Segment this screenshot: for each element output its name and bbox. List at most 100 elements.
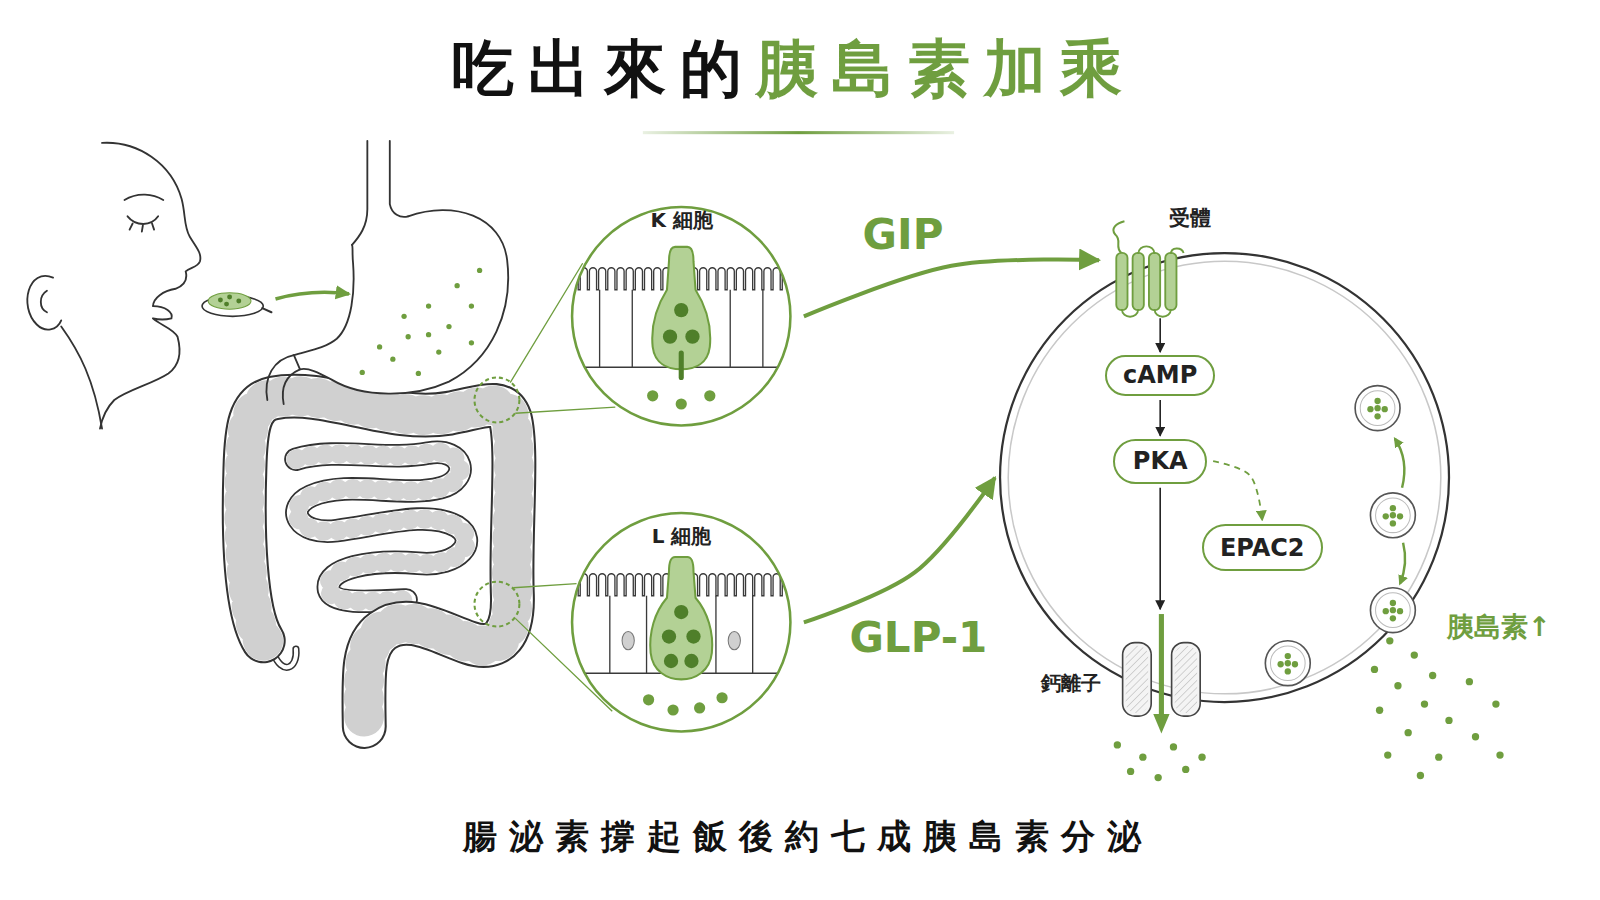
signal-label: GIP — [863, 214, 944, 256]
calcium-channel-shape-part — [1159, 614, 1164, 716]
small-intestine — [296, 452, 466, 601]
receptor-shape-part — [1133, 253, 1144, 310]
stomach-part — [266, 355, 300, 404]
diagram-caption: 腸泌素撐起飯後約七成胰島素分泌 — [463, 817, 1153, 856]
stomach-part-part — [446, 324, 451, 329]
insulin-granules-part — [1472, 733, 1479, 740]
epac2-dashed-arrow — [1213, 461, 1262, 520]
beta-cell-shape-part-part — [1277, 661, 1283, 667]
diagram-title: 吃出來的胰島素加乘 — [452, 34, 1136, 105]
insulin-granules-part — [1127, 768, 1134, 775]
beta-cell-shape-part-part — [1382, 406, 1388, 412]
edge-label-anchor: GLP-1 — [849, 617, 987, 659]
insulin-granules-part — [1429, 672, 1436, 679]
small-intestine-part — [296, 452, 466, 601]
stomach-part-part — [426, 332, 431, 337]
insulin-granules-part — [1411, 651, 1418, 658]
beta-cell-shape-part-part — [1270, 646, 1305, 681]
gip-arrow — [804, 260, 1099, 317]
stomach-part-part — [401, 314, 406, 319]
receptor-shape-part — [1113, 221, 1124, 253]
calcium-channel-shape-part — [1174, 646, 1196, 713]
beta-cell-shape-part-part — [1285, 653, 1291, 659]
l-cell-magnifier-shape-part — [685, 654, 699, 668]
beta-cell-shape-part-part — [1374, 398, 1380, 404]
beta-cell-shape-part — [1370, 493, 1415, 538]
k-cell-magnifier-shape-part-part — [632, 290, 633, 368]
beta-cell-shape-part-part — [1370, 588, 1415, 633]
k-cell-magnifier-shape-part — [663, 330, 677, 344]
beta-cell-shape-part-part — [1383, 608, 1389, 614]
signal-label: GLP-1 — [849, 617, 987, 659]
insulin-granules-part — [1154, 774, 1161, 781]
receptor-shape-part — [1165, 253, 1176, 310]
beta-cell-shape-part-part — [1355, 386, 1400, 431]
beta-cell-shape-part-part — [1374, 413, 1380, 419]
beta-cell-shape-part-part — [1285, 668, 1291, 674]
node-label: 胰島素↑ — [1447, 611, 1551, 643]
insulin-granules — [1114, 637, 1504, 781]
beta-cell-shape-part — [1265, 641, 1310, 686]
beta-cell-shape-part-part — [1397, 513, 1403, 519]
beta-cell-shape-part-part — [1367, 406, 1373, 412]
title-underline — [643, 131, 954, 134]
stomach — [266, 141, 508, 404]
insulin-granules-part — [1466, 678, 1473, 685]
l-cell-magnifier-shape-part — [687, 630, 701, 644]
small-intestine-part — [296, 452, 466, 601]
insulin-granules-part — [1371, 666, 1378, 673]
diagram-title-anchor: 吃出來的胰島素加乘 — [452, 34, 1136, 105]
face-profile-part — [27, 276, 61, 330]
calcium-channel-shape-part — [1153, 714, 1169, 733]
beta-cell-shape-part-part — [1285, 660, 1291, 666]
k-cell-magnifier-shape-part — [679, 353, 684, 377]
insulin-granules-part — [1435, 753, 1442, 760]
beta-cell-shape-part-part — [1265, 641, 1310, 686]
insulin-granules-part — [1492, 700, 1499, 707]
k-cell-magnifier-shape-part-part — [599, 290, 600, 368]
receptor-shape-part — [1149, 253, 1160, 310]
magnifier-leaders-part — [474, 378, 519, 423]
cascade-arrow — [1159, 318, 1161, 352]
l-cell-magnifier-shape-part-part — [610, 596, 611, 674]
magnifier-leaders-part — [474, 582, 519, 627]
cascade-arrow — [1159, 400, 1161, 436]
face-profile-part — [41, 291, 47, 312]
stomach-part-part — [406, 334, 411, 339]
insulin-granules-part — [1496, 751, 1503, 758]
beta-cell-shape-part-part — [1374, 405, 1380, 411]
beta-cell-shape-part-part — [1390, 505, 1396, 511]
insulin-granules-part — [1417, 772, 1424, 779]
k-cell-magnifier-shape-part-part — [763, 290, 764, 368]
l-cell-magnifier-shape-part-part — [716, 596, 717, 674]
stomach-part-part — [390, 357, 395, 362]
beta-cell-shape-part-part — [1390, 607, 1396, 613]
stomach-part-part — [426, 303, 431, 308]
node-label: K 細胞 — [569, 208, 793, 232]
l-cell-magnifier-shape-part — [729, 632, 741, 650]
l-cell-magnifier-shape-part — [674, 605, 688, 619]
calcium-channel-shape-part — [1122, 643, 1151, 716]
beta-cell-shape-part — [1370, 588, 1415, 633]
insulin-granules-part — [1386, 637, 1393, 644]
spoon-part — [262, 308, 271, 312]
k-cell-magnifier-shape-part — [674, 303, 688, 317]
insulin-granules-part — [1114, 741, 1121, 748]
diagram-caption-anchor: 腸泌素撐起飯後約七成胰島素分泌 — [463, 817, 1153, 856]
k-cell-magnifier-shape-part-part — [730, 290, 731, 368]
spoon-part — [208, 293, 251, 309]
stomach-part-part — [360, 370, 365, 375]
beta-cell-shape-part-part — [1370, 493, 1415, 538]
spoon — [202, 293, 271, 316]
node-label: 受體 — [1169, 206, 1211, 231]
l-cell-magnifier-shape-part-part — [646, 596, 647, 674]
beta-cell-shape — [998, 251, 1451, 704]
spoon-part — [224, 302, 229, 307]
l-cell-magnifier-shape-part — [664, 654, 678, 668]
node-label: PKA — [1133, 448, 1188, 474]
beta-cell-shape-part — [1395, 439, 1404, 488]
beta-cell-shape-part-part — [1383, 513, 1389, 519]
node-label: cAMP — [1123, 362, 1197, 388]
